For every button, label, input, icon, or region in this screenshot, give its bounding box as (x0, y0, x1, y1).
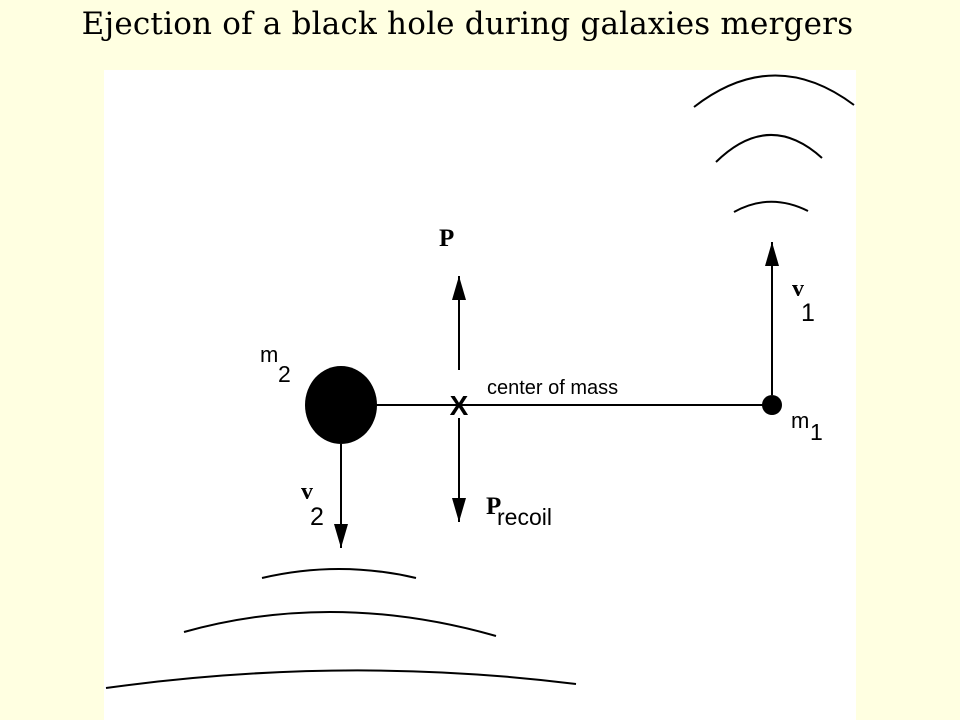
wave-arc-m1-middle (715, 134, 823, 163)
velocity-2-arrowhead (334, 524, 348, 548)
wave-arc-m1-outer (693, 74, 855, 108)
mass-1-label: m (791, 408, 809, 433)
mass-2-subscript: 2 (278, 361, 291, 387)
diagram-panel: X center of mass P P recoil m 2 m 1 v 1 … (104, 70, 856, 720)
slide-title: Ejection of a black hole during galaxies… (81, 6, 854, 42)
velocity-1-label: v (792, 276, 804, 302)
center-of-mass-marker: X (450, 390, 469, 421)
wave-arc-m2-inner (261, 568, 417, 579)
velocity-2-subscript: 2 (310, 503, 324, 531)
momentum-up-arrowhead (452, 276, 466, 300)
mass-1-dot (762, 395, 782, 415)
mass-1-subscript: 1 (810, 419, 823, 445)
velocity-1-arrowhead (765, 242, 779, 266)
wave-arc-m2-outer (105, 669, 577, 689)
momentum-down-label: P (486, 493, 501, 520)
momentum-up-label: P (439, 225, 454, 252)
velocity-2-label: v (301, 479, 313, 505)
wave-arc-m1-inner (733, 200, 809, 213)
velocity-1-subscript: 1 (801, 299, 815, 327)
recoil-diagram: X center of mass P P recoil m 2 m 1 v 1 … (105, 74, 855, 689)
mass-2-label: m (260, 342, 278, 367)
wave-arc-m2-middle (183, 611, 497, 637)
center-of-mass-label: center of mass (487, 377, 618, 399)
momentum-down-arrowhead (452, 498, 466, 522)
mass-2-circle (305, 366, 377, 444)
momentum-down-subscript: recoil (497, 504, 552, 530)
